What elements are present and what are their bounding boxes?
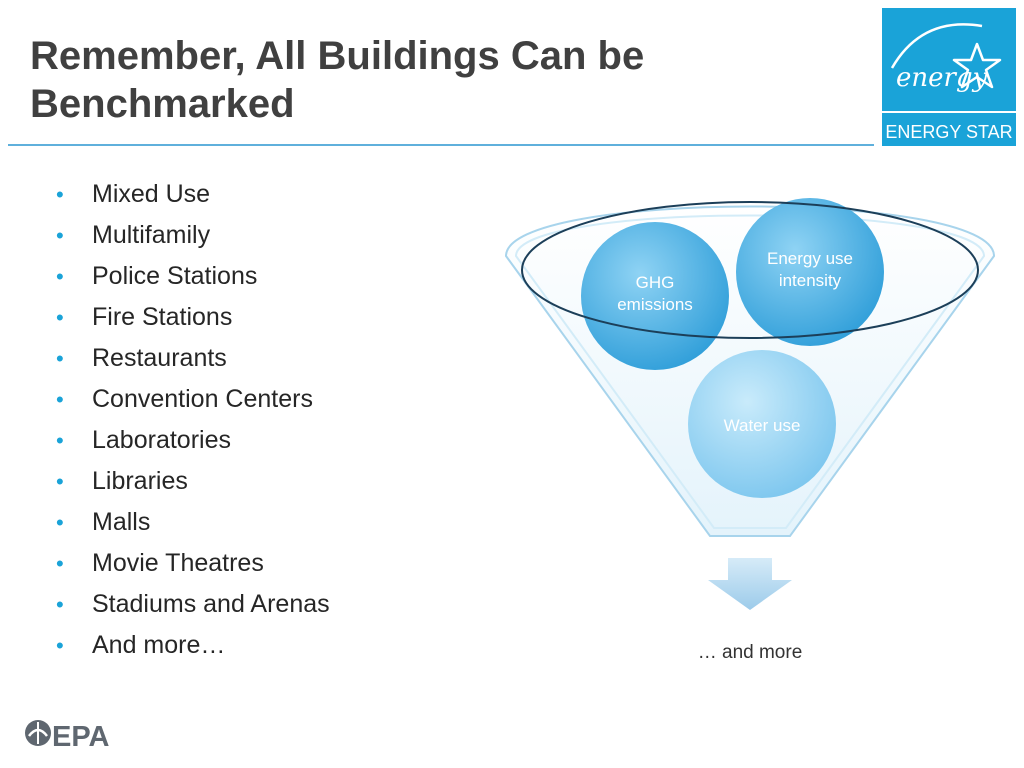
list-item: And more… (56, 625, 330, 666)
water-use-circle: Water use (688, 350, 836, 498)
list-item: Malls (56, 502, 330, 543)
energy-star-label-text: ENERGY STAR (885, 122, 1012, 142)
epa-label: EPA (52, 721, 110, 750)
funnel-rim (521, 201, 979, 339)
benchmark-funnel-diagram: GHG emissions Energy use intensity Water… (504, 198, 996, 663)
list-item: Police Stations (56, 256, 330, 297)
list-item: Movie Theatres (56, 543, 330, 584)
slide-title: Remember, All Buildings Can be Benchmark… (30, 34, 645, 126)
list-item: Fire Stations (56, 297, 330, 338)
list-item: Libraries (56, 461, 330, 502)
ghg-label-line-1: GHG (636, 273, 675, 292)
list-item: Stadiums and Arenas (56, 584, 330, 625)
energy-label-line-2: intensity (779, 271, 842, 290)
down-arrow (708, 558, 792, 610)
water-label: Water use (724, 416, 801, 435)
list-item: Multifamily (56, 215, 330, 256)
list-item: Restaurants (56, 338, 330, 379)
epa-logo: EPA (25, 720, 110, 750)
energy-star-logo: energy ENERGY STAR (882, 8, 1016, 146)
list-item: Mixed Use (56, 174, 330, 215)
ghg-label-line-2: emissions (617, 295, 693, 314)
energy-star-script-text: energy (896, 63, 988, 93)
and-more-caption: … and more (698, 642, 803, 663)
list-item: Convention Centers (56, 379, 330, 420)
ghg-emissions-circle: GHG emissions (581, 222, 729, 370)
title-divider (8, 144, 874, 146)
list-item: Laboratories (56, 420, 330, 461)
building-type-list: Mixed Use Multifamily Police Stations Fi… (56, 174, 330, 666)
energy-label-line-1: Energy use (767, 249, 853, 268)
energy-use-intensity-circle: Energy use intensity (736, 198, 884, 346)
